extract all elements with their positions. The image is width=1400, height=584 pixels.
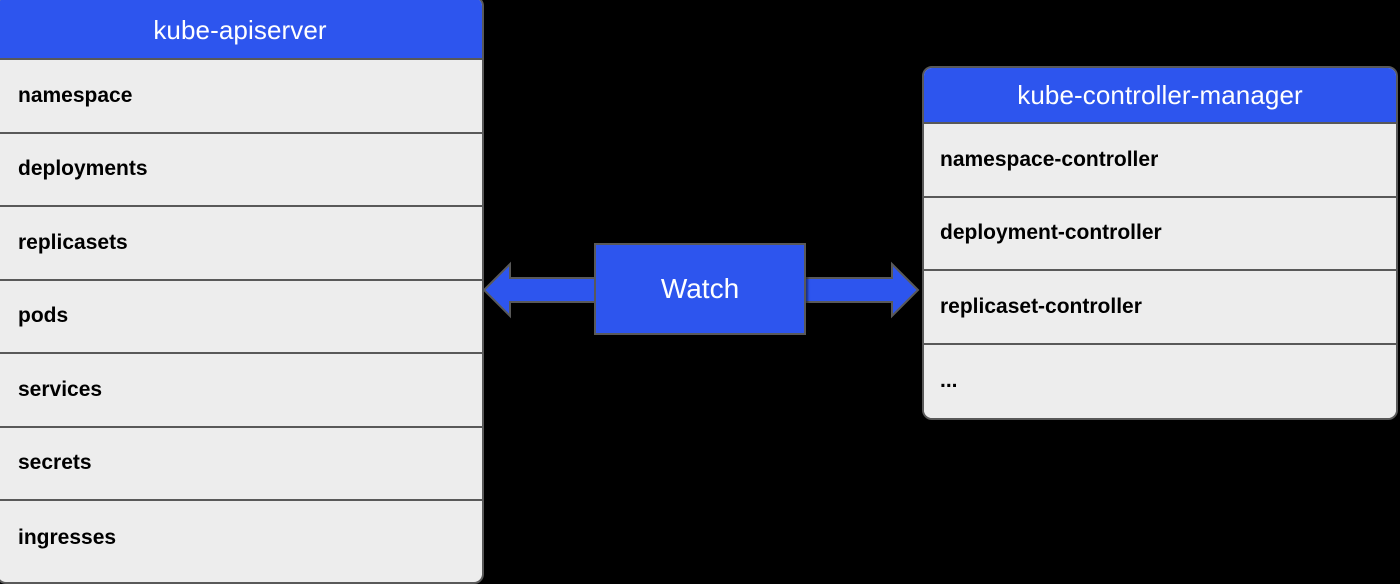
list-item[interactable]: namespace-controller — [924, 124, 1396, 198]
resource-label: namespace — [18, 83, 133, 107]
kube-controller-manager-controller-list: namespace-controller deployment-controll… — [924, 124, 1396, 418]
list-item[interactable]: services — [0, 354, 482, 428]
arrow-left-icon — [482, 261, 604, 319]
controller-label: ... — [940, 369, 958, 393]
resource-label: services — [18, 377, 103, 401]
watch-connector-box[interactable]: Watch — [594, 243, 806, 335]
list-item[interactable]: ... — [924, 344, 1396, 418]
kube-controller-manager-panel: kube-controller-manager namespace-contro… — [922, 66, 1398, 420]
arrow-right-icon — [796, 261, 920, 319]
kube-apiserver-panel: kube-apiserver namespace deployments rep… — [0, 0, 484, 584]
kube-apiserver-resource-list: namespace deployments replicasets pods s… — [0, 60, 482, 575]
list-item[interactable]: pods — [0, 280, 482, 354]
controller-label: namespace-controller — [940, 147, 1159, 171]
list-item[interactable]: secrets — [0, 427, 482, 501]
list-item[interactable]: replicasets — [0, 207, 482, 281]
controller-label: deployment-controller — [940, 221, 1162, 245]
resource-label: pods — [18, 304, 69, 328]
resource-label: ingresses — [18, 525, 117, 549]
resource-label: deployments — [18, 157, 148, 181]
list-item[interactable]: deployments — [0, 133, 482, 207]
resource-label: replicasets — [18, 230, 128, 254]
list-item[interactable]: deployment-controller — [924, 197, 1396, 271]
kube-controller-manager-title: kube-controller-manager — [924, 68, 1396, 124]
list-item[interactable]: ingresses — [0, 501, 482, 575]
list-item[interactable]: namespace — [0, 60, 482, 134]
list-item[interactable]: replicaset-controller — [924, 271, 1396, 345]
kube-apiserver-title: kube-apiserver — [0, 0, 482, 60]
resource-label: secrets — [18, 451, 92, 475]
watch-label: Watch — [660, 273, 740, 304]
controller-label: replicaset-controller — [940, 294, 1142, 318]
